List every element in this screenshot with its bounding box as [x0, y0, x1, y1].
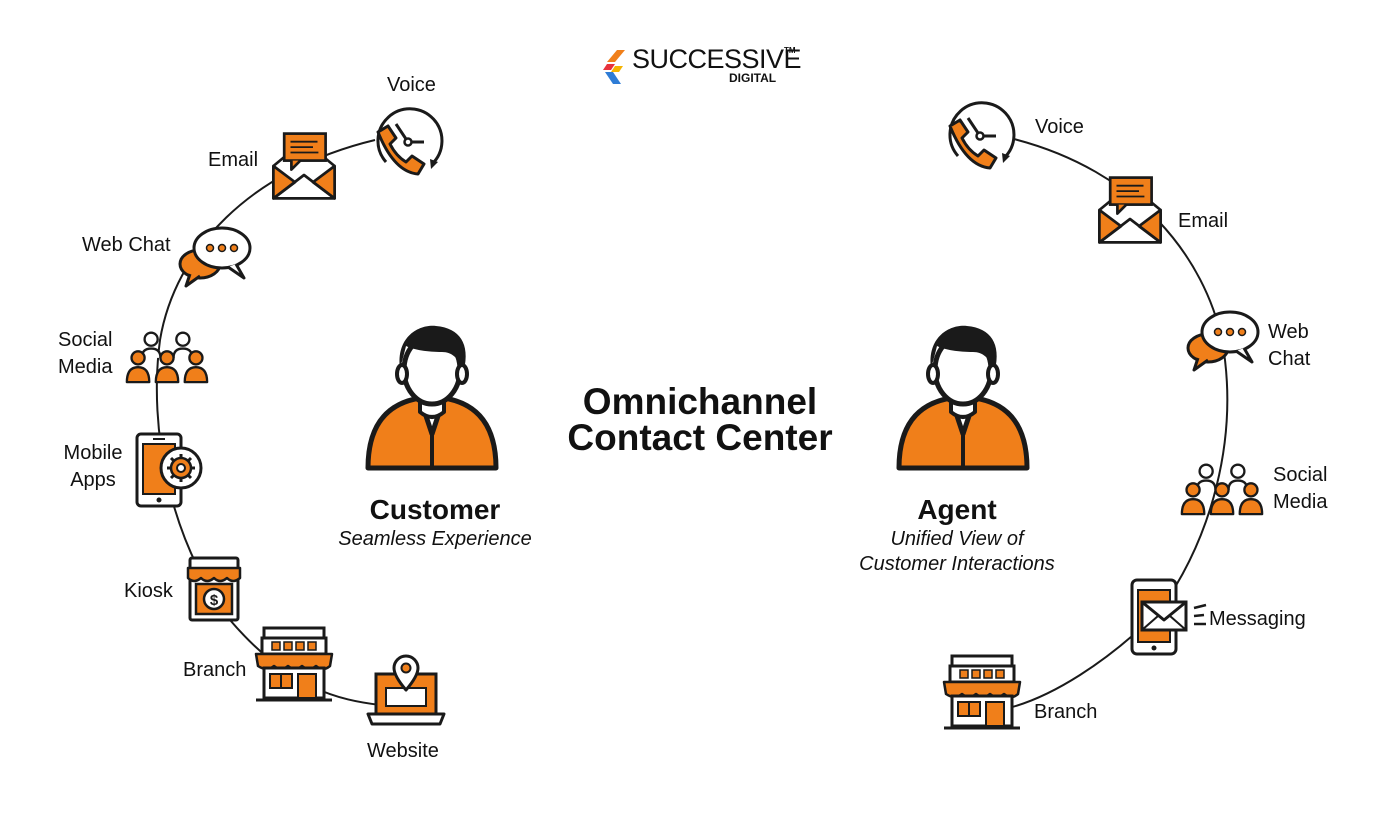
label-line: Media [1273, 491, 1328, 513]
social-media-icon[interactable] [1180, 463, 1264, 516]
agent-subtitle-line-2: Customer Interactions [859, 553, 1055, 575]
customer-channel-website-label: Website [367, 740, 439, 762]
branch-icon[interactable] [254, 626, 334, 702]
brand-name: SUCCESSIVE [632, 44, 802, 74]
agent-channel-messaging-label: Messaging [1209, 608, 1306, 630]
page-title: Omnichannel Contact Center [480, 381, 920, 458]
customer-subtitle: Seamless Experience [338, 528, 532, 550]
mobile-apps-icon[interactable] [135, 432, 203, 508]
agent-channel-email-label: Email [1178, 210, 1229, 232]
label-line: Apps [70, 469, 116, 491]
brand-logo: SUCCESSIVE TM DIGITAL [603, 44, 803, 90]
agent-channel-branch-label: Branch [1034, 701, 1098, 723]
customer-channel-webchat-label: Web Chat [82, 234, 171, 256]
label-line: Media [58, 356, 113, 378]
logo-mark-icon [603, 50, 625, 84]
agent-subtitle-line-1: Unified View of [890, 528, 1024, 550]
messaging-icon[interactable] [1130, 578, 1208, 656]
webchat-icon[interactable] [178, 226, 252, 288]
agent-channel-voice-label: Voice [1035, 116, 1084, 138]
kiosk-icon[interactable] [186, 556, 242, 622]
agent-channel-webchat-label: Web Chat [1268, 319, 1310, 373]
title-line-2: Contact Center [567, 417, 833, 458]
webchat-icon[interactable] [1186, 310, 1260, 372]
social-media-icon[interactable] [125, 331, 209, 384]
label-line: Social [1273, 464, 1328, 486]
brand-tm: TM [784, 46, 796, 55]
customer-title: Customer [369, 494, 501, 525]
email-icon[interactable] [272, 132, 336, 200]
website-icon[interactable] [366, 654, 446, 726]
label-line: Web [1268, 321, 1309, 343]
agent-title: Agent [917, 494, 997, 525]
customer-channel-email-label: Email [208, 149, 259, 171]
brand-sub: DIGITAL [729, 71, 777, 85]
email-icon[interactable] [1098, 176, 1162, 244]
branch-icon[interactable] [942, 654, 1022, 730]
label-line: Mobile [63, 442, 123, 464]
customer-person-icon [368, 326, 496, 468]
title-line-1: Omnichannel [582, 381, 818, 422]
label-line: Social [58, 329, 113, 351]
customer-channel-branch-label: Branch [183, 659, 247, 681]
customer-channel-voice-label: Voice [387, 74, 436, 96]
customer-channel-social-label: Social Media [58, 327, 112, 381]
label-line: Chat [1268, 348, 1311, 370]
agent-channel-social-label: Social Media [1273, 462, 1327, 516]
customer-channel-kiosk-label: Kiosk [124, 580, 173, 602]
customer-channel-mobile-label: Mobile Apps [60, 440, 126, 494]
voice-icon[interactable] [376, 107, 444, 176]
agent-subtitle: Unified View of Customer Interactions [837, 527, 1077, 577]
voice-icon[interactable] [948, 101, 1016, 170]
